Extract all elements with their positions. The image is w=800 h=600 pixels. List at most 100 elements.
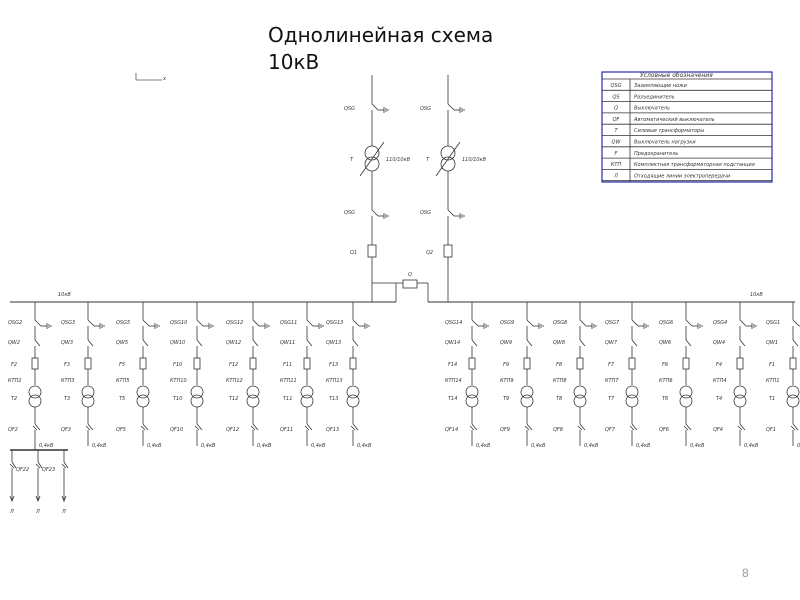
load-switch-blade — [352, 339, 359, 347]
transformer-icon — [81, 394, 95, 408]
sub-output-label: Л — [35, 509, 40, 515]
transformer-icon — [346, 385, 360, 399]
ground-icon — [454, 107, 465, 113]
input-qs-label: QSG — [344, 210, 355, 216]
regulation-arrow — [359, 141, 385, 177]
feeder-ktp-label: КТП9 — [500, 378, 514, 384]
feeder-voltage-label: 0,4кВ — [147, 443, 162, 449]
circuit-breaker-blade — [252, 423, 259, 431]
circuit-breaker-blade — [142, 423, 149, 431]
legend-text: Заземляющие ножи — [634, 83, 688, 89]
legend-code: Q — [614, 106, 618, 112]
feeder-ktp-label: КТП3 — [61, 378, 75, 384]
circuit-breaker-blade — [685, 423, 692, 431]
feeder-qw-label: QW10 — [170, 340, 185, 346]
input-ratio-label: 110/10кВ — [462, 157, 487, 163]
ground-icon — [533, 323, 544, 329]
ground-icon — [586, 323, 597, 329]
fuse-icon — [576, 357, 584, 370]
earthing-switch-blade — [196, 319, 204, 327]
circuit-breaker-mark — [577, 425, 583, 431]
feeder-voltage-label: 0,4кВ — [690, 443, 705, 449]
ground-icon — [378, 213, 389, 219]
feeder-f-label: F8 — [556, 362, 562, 368]
feeder-qsg-label: QSG8 — [553, 320, 567, 326]
legend-text: Силовые трансформаторы — [634, 128, 704, 134]
input-q-label: Q1 — [350, 250, 357, 256]
feeder-t-label: T7 — [608, 396, 615, 402]
feeder-t-label: T5 — [119, 396, 125, 402]
axis-hint-icon: x — [135, 73, 166, 82]
fuse-icon — [468, 357, 476, 370]
fuse-icon — [628, 357, 636, 370]
transformer-icon — [465, 385, 479, 399]
circuit-breaker-blade — [526, 423, 533, 431]
transformer-icon — [786, 394, 800, 408]
ground-icon — [41, 323, 52, 329]
breaker-icon — [367, 244, 377, 258]
input-qsg-label: QSG — [344, 106, 355, 112]
load-switch-blade — [306, 339, 313, 347]
transformer-icon — [625, 385, 639, 399]
earthing-switch-blade — [352, 319, 360, 327]
circuit-breaker-blade — [34, 423, 41, 431]
legend-text: Выключатель — [634, 106, 670, 112]
circuit-breaker-blade — [579, 423, 586, 431]
feeder-qf-label: QF7 — [605, 427, 616, 433]
title-line-2: 10кВ — [268, 50, 320, 74]
circuit-breaker-mark — [683, 425, 689, 431]
load-switch-blade — [252, 339, 259, 347]
legend-code: QSG — [611, 83, 622, 89]
input-q-label: Q2 — [426, 250, 433, 256]
earthing-switch-blade — [371, 103, 379, 111]
feeder-qsg-label: QSG14 — [445, 320, 462, 326]
transformer-icon — [246, 394, 260, 408]
earthing-switch-blade — [142, 319, 150, 327]
feeder-f-label: F5 — [119, 362, 125, 368]
circuit-breaker-blade — [63, 461, 69, 469]
feeder-voltage-label: 0,4кВ — [744, 443, 759, 449]
feeder-t-label: T14 — [448, 396, 457, 402]
ground-icon — [313, 323, 324, 329]
load-switch-blade — [631, 339, 638, 347]
fuse-icon — [682, 357, 690, 370]
circuit-breaker-blade — [739, 423, 746, 431]
feeder-voltage-label: 0,4кВ — [201, 443, 216, 449]
legend-text: Автоматический выключатель — [633, 117, 715, 123]
feeder-qf-label: QF1 — [766, 427, 776, 433]
transformer-icon — [136, 394, 150, 408]
circuit-breaker-mark — [250, 425, 256, 431]
transformer-icon — [465, 394, 479, 408]
feeder-f-label: F9 — [503, 362, 509, 368]
feeder-qsg-label: QSG1 — [766, 320, 780, 326]
disconnector-blade — [447, 209, 455, 217]
feeder-ktp-label: КТП13 — [326, 378, 343, 384]
feeder-qsg-label: QSG4 — [713, 320, 727, 326]
sectional-breaker: Q — [372, 272, 429, 302]
input-qsg-label: QSG — [420, 106, 431, 112]
feeder-qw-label: QW7 — [605, 340, 618, 346]
feeder-qf-label: QF4 — [713, 427, 723, 433]
load-switch-blade — [471, 339, 478, 347]
feeder-t-label: T6 — [662, 396, 668, 402]
legend-code: КТП — [611, 162, 622, 168]
ground-icon — [259, 323, 270, 329]
circuit-breaker-mark — [35, 463, 41, 469]
input-t-label: T — [426, 157, 430, 163]
feeder-qf-label: QF9 — [500, 427, 510, 433]
ground-icon — [454, 213, 465, 219]
feeder-voltage-label: 0,4кВ — [531, 443, 546, 449]
legend-code: QF — [613, 117, 620, 123]
feeder-ktp-label: КТП5 — [116, 378, 130, 384]
